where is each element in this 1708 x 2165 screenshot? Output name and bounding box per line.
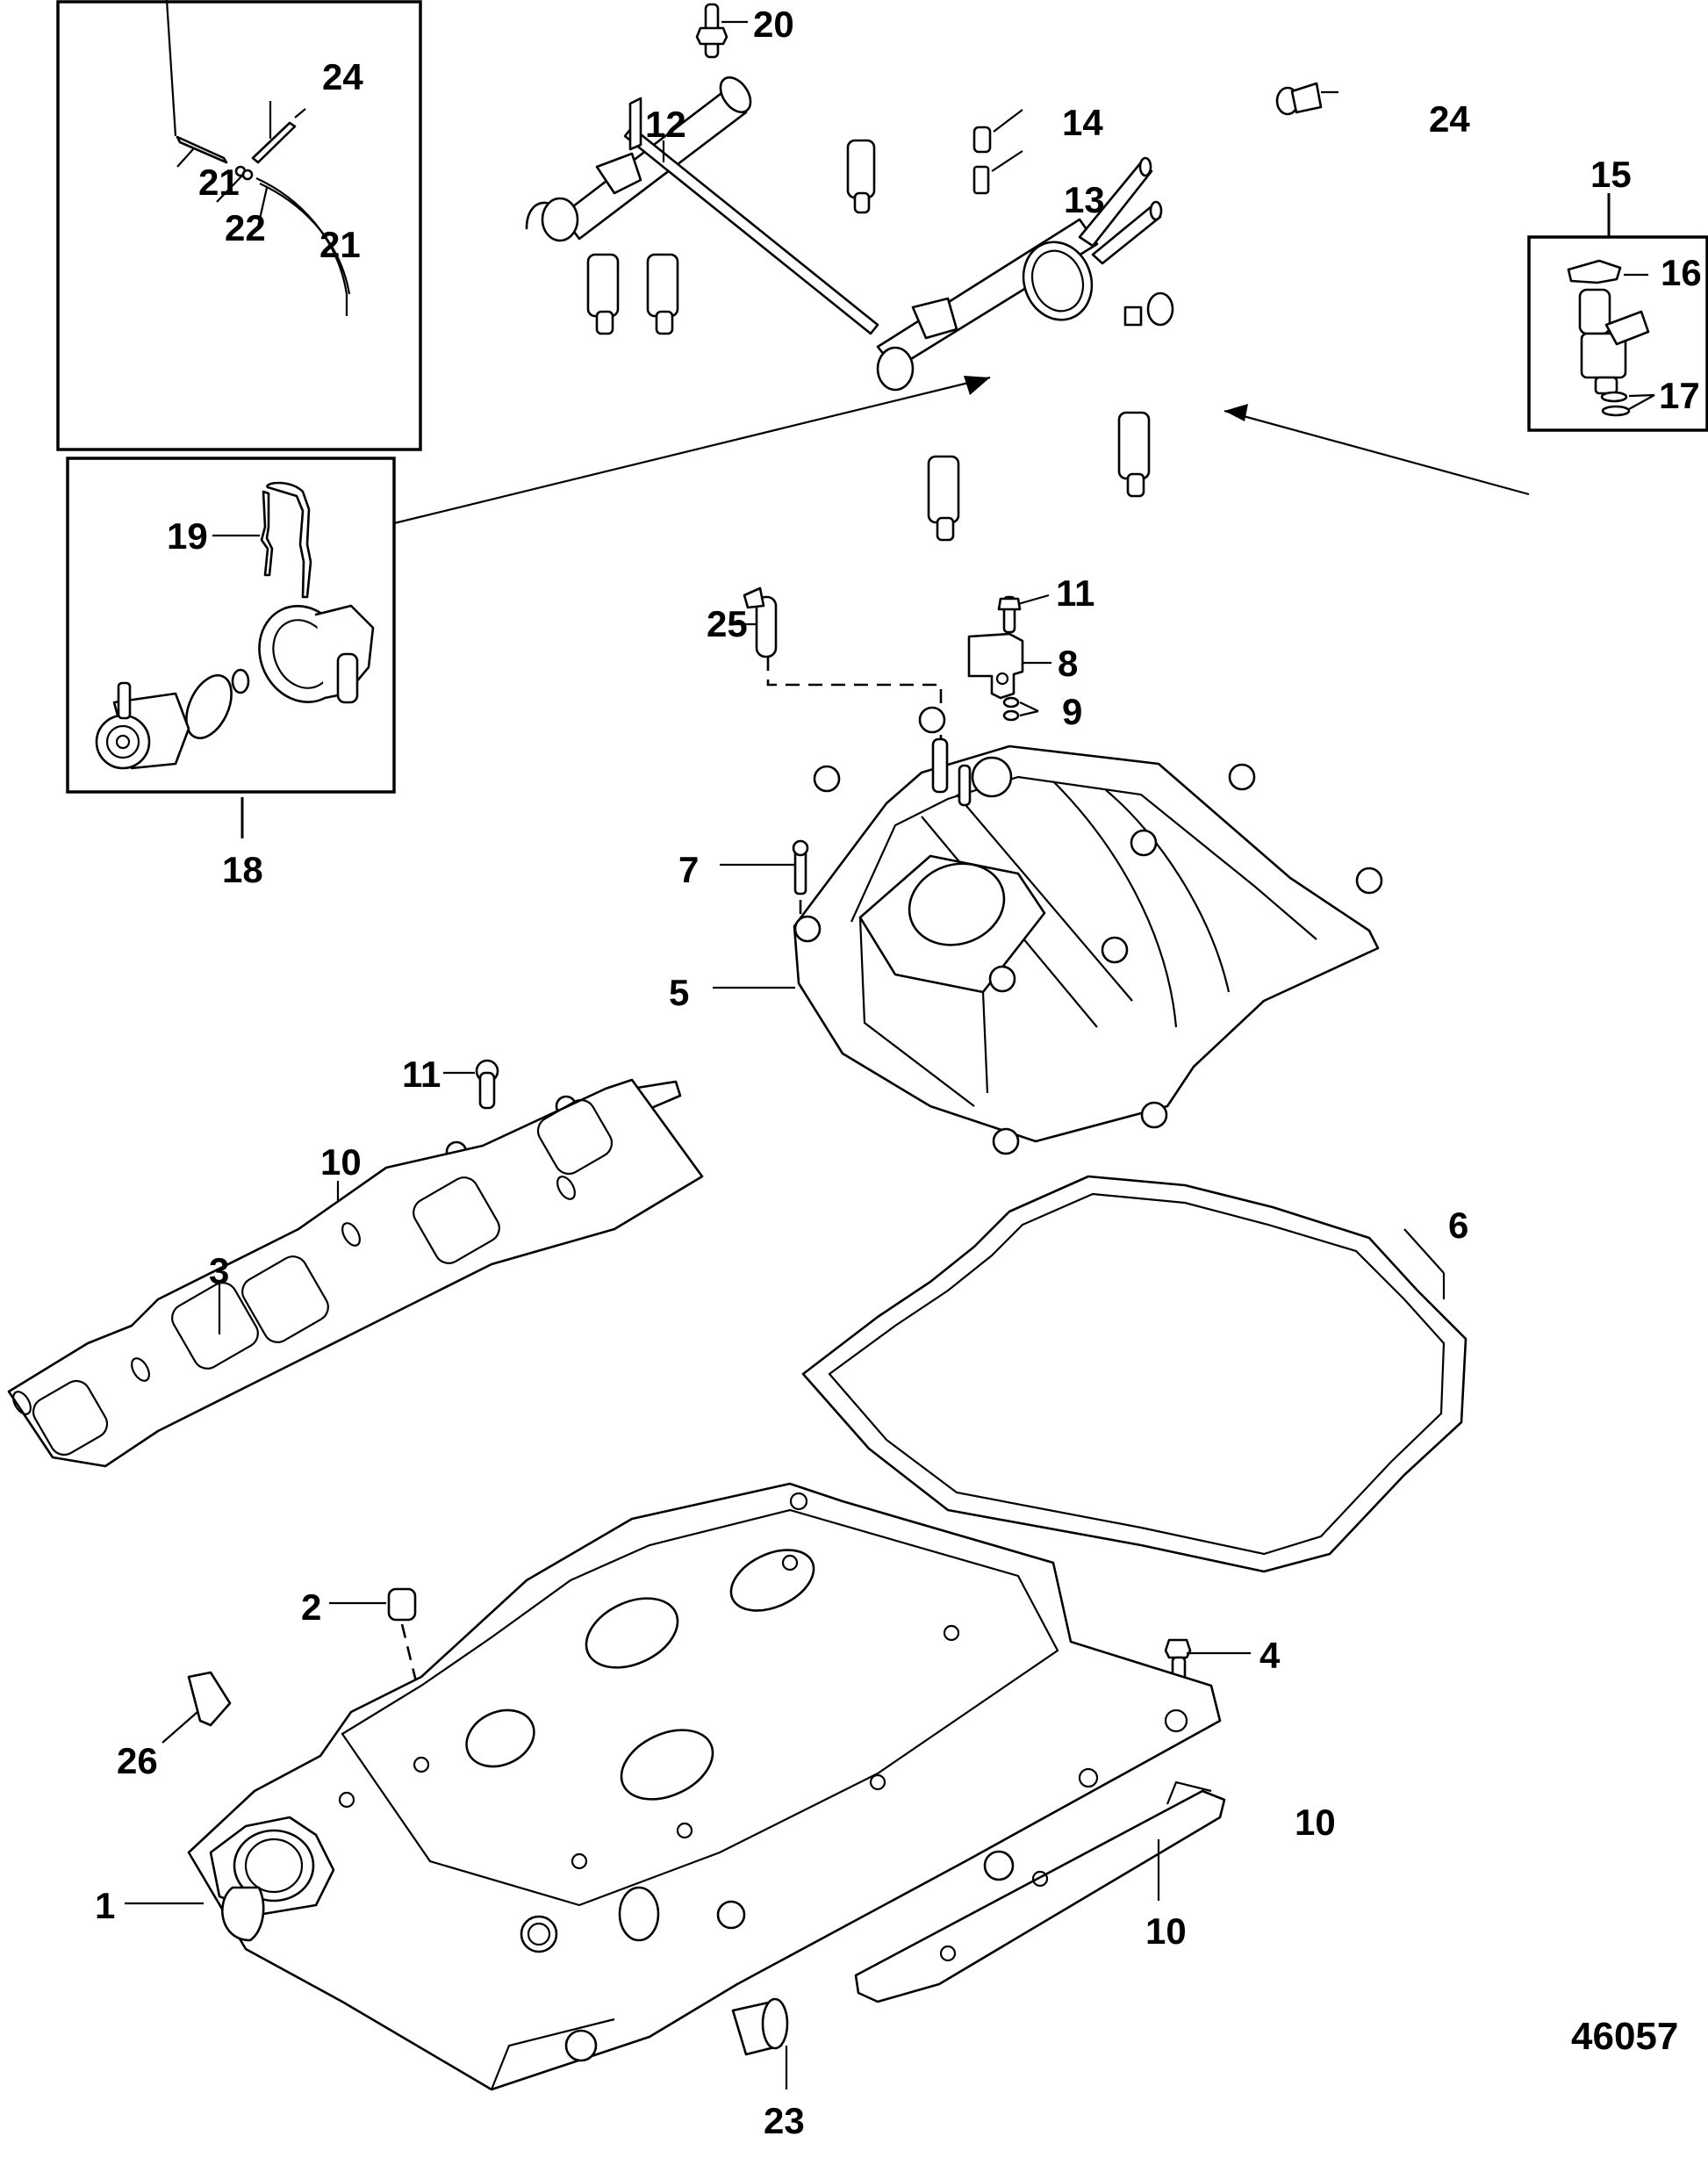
injector-part <box>1117 411 1151 498</box>
inset-regulator-kit: 19 18 <box>66 376 991 890</box>
injector-part <box>927 455 960 542</box>
injector-clip-part <box>1567 259 1622 284</box>
retainer-clip-part <box>266 481 312 599</box>
injector-kit-part <box>1578 288 1650 395</box>
callout-11a: 11 <box>1056 572 1094 614</box>
callout-6: 6 <box>1448 1205 1468 1246</box>
callout-23: 23 <box>764 2100 805 2141</box>
callout-26: 26 <box>117 1740 158 1781</box>
callout-8: 8 <box>1058 643 1078 684</box>
callout-2: 2 <box>301 1586 321 1628</box>
callout-3: 3 <box>209 1250 229 1291</box>
callout-24: 24 <box>1429 98 1470 140</box>
callout-10b: 10 <box>1295 1802 1336 1843</box>
lower-gasket-part <box>7 1078 704 1468</box>
callout-13: 13 <box>1064 179 1105 220</box>
injector-part <box>586 253 620 335</box>
callout-4: 4 <box>1259 1635 1281 1676</box>
callout-9: 9 <box>1062 691 1082 732</box>
regulator-o-ring-small <box>231 668 250 694</box>
leader-21b <box>176 148 194 168</box>
bracket-10c-part <box>854 1780 1226 2003</box>
regulator-housing-part <box>258 604 375 704</box>
o-ring-17a <box>1600 391 1628 403</box>
leader-11a <box>1017 593 1050 606</box>
regulator-o-ring-large <box>185 674 233 739</box>
callout-10c: 10 <box>1145 1910 1187 1952</box>
arrow-head-15 <box>1224 404 1248 421</box>
inset-fuel-lines: 24 21 22 21 <box>56 0 422 451</box>
fitting-24-part <box>1275 82 1323 116</box>
callout-16: 16 <box>1661 252 1702 293</box>
leader-9a <box>1019 701 1039 712</box>
inset-box-injector <box>1527 235 1708 432</box>
lower-intake-manifold-part <box>187 1482 1222 2091</box>
inset-injector-kit: 15 16 17 <box>1527 154 1708 432</box>
callout-21a: 24 <box>322 56 363 97</box>
callout-7: 7 <box>678 849 699 890</box>
plug-23-part <box>731 1997 789 2056</box>
leader-13 <box>991 150 1023 172</box>
valve-cap-part <box>972 126 992 154</box>
callout-21c: 21 <box>319 224 361 265</box>
pressure-regulator-part <box>95 681 190 770</box>
fitting-26-part <box>187 1671 232 1727</box>
vacuum-fitting-part <box>743 586 778 658</box>
callout-15: 15 <box>1590 154 1632 195</box>
callout-5: 5 <box>669 972 689 1013</box>
screw-11b-part <box>475 1059 499 1110</box>
fuel-rail-assembly-part: 20 <box>525 3 1530 542</box>
callout-25: 25 <box>707 603 748 644</box>
upper-intake-manifold-part <box>793 706 1383 1155</box>
o-ring-9a <box>1002 696 1020 708</box>
schrader-valve-part <box>972 165 990 195</box>
bolt-7-part <box>792 839 809 895</box>
injector-part <box>646 253 679 335</box>
callout-12: 12 <box>645 104 686 145</box>
callout-14: 14 <box>1062 102 1103 143</box>
screw-11-part <box>997 595 1022 634</box>
injector-part <box>846 139 876 214</box>
inset-box-fuel-lines <box>56 0 422 451</box>
leader-9b <box>1019 709 1039 717</box>
inset-box-regulator <box>66 457 396 794</box>
arrow-leader-18 <box>393 376 991 525</box>
leader-14 <box>993 109 1023 133</box>
dashed-leader-25 <box>766 657 943 746</box>
o-ring-9b <box>1002 709 1020 722</box>
leader-17a <box>1628 393 1655 398</box>
leader-26 <box>161 1711 198 1744</box>
upper-gasket-part <box>801 1175 1468 1573</box>
callout-20: 20 <box>753 4 794 45</box>
callout-10a: 10 <box>320 1141 362 1183</box>
figure-number: 46057 <box>1571 2015 1678 2058</box>
callout-21b: 21 <box>198 162 240 203</box>
callout-17: 17 <box>1659 375 1700 416</box>
callout-22: 22 <box>225 207 266 248</box>
arrow-leader-15 <box>1224 409 1530 496</box>
map-sensor-part <box>967 632 1024 700</box>
callout-19: 19 <box>167 515 208 557</box>
arrow-head-18 <box>964 376 990 395</box>
leader-21c <box>256 187 269 227</box>
dashed-leader-2 <box>400 1623 427 1722</box>
fuel-line-part <box>165 0 351 316</box>
callout-1: 1 <box>95 1885 115 1926</box>
callout-11b: 11 <box>402 1054 441 1095</box>
o-ring-17b <box>1601 405 1631 417</box>
callout-18: 18 <box>222 849 263 890</box>
leader-17b <box>1628 394 1655 410</box>
leader-22 <box>216 175 243 203</box>
plug-2-part <box>387 1587 417 1622</box>
